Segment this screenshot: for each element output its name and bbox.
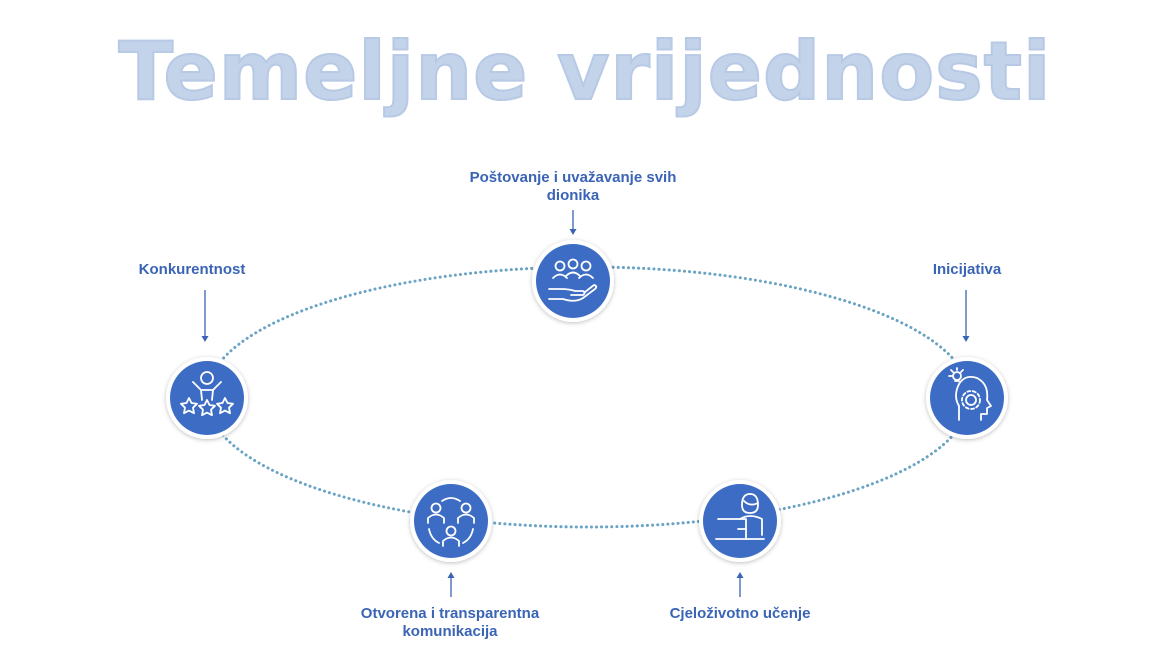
node-learning (699, 480, 781, 562)
person-laptop-icon (715, 493, 765, 540)
node-competitiveness (166, 357, 248, 439)
label-competitiveness: Konkurentnost (138, 261, 246, 278)
people-circle-icon (427, 497, 475, 547)
label-learning: Cjeloživotno učenje (669, 605, 811, 622)
arrows (201, 210, 970, 597)
person-stars-icon (180, 371, 234, 417)
page-title: Temeljne vrijednosti (118, 24, 1052, 119)
label-respect: Poštovanje i uvažavanje svih dionika (469, 169, 677, 204)
arrow-respect (569, 210, 577, 235)
head-lightbulb-icon (948, 367, 992, 421)
arrow-learning (736, 572, 744, 597)
arrow-competitiveness (201, 290, 209, 342)
node-respect (532, 240, 614, 322)
label-communication: Otvorena i transparentna komunikacija (360, 605, 540, 640)
arrow-initiative (962, 290, 970, 342)
label-initiative: Inicijativa (932, 261, 1002, 278)
hands-people-icon (548, 258, 598, 302)
arrow-communication (447, 572, 455, 597)
node-communication (410, 480, 492, 562)
node-initiative (926, 357, 1008, 439)
